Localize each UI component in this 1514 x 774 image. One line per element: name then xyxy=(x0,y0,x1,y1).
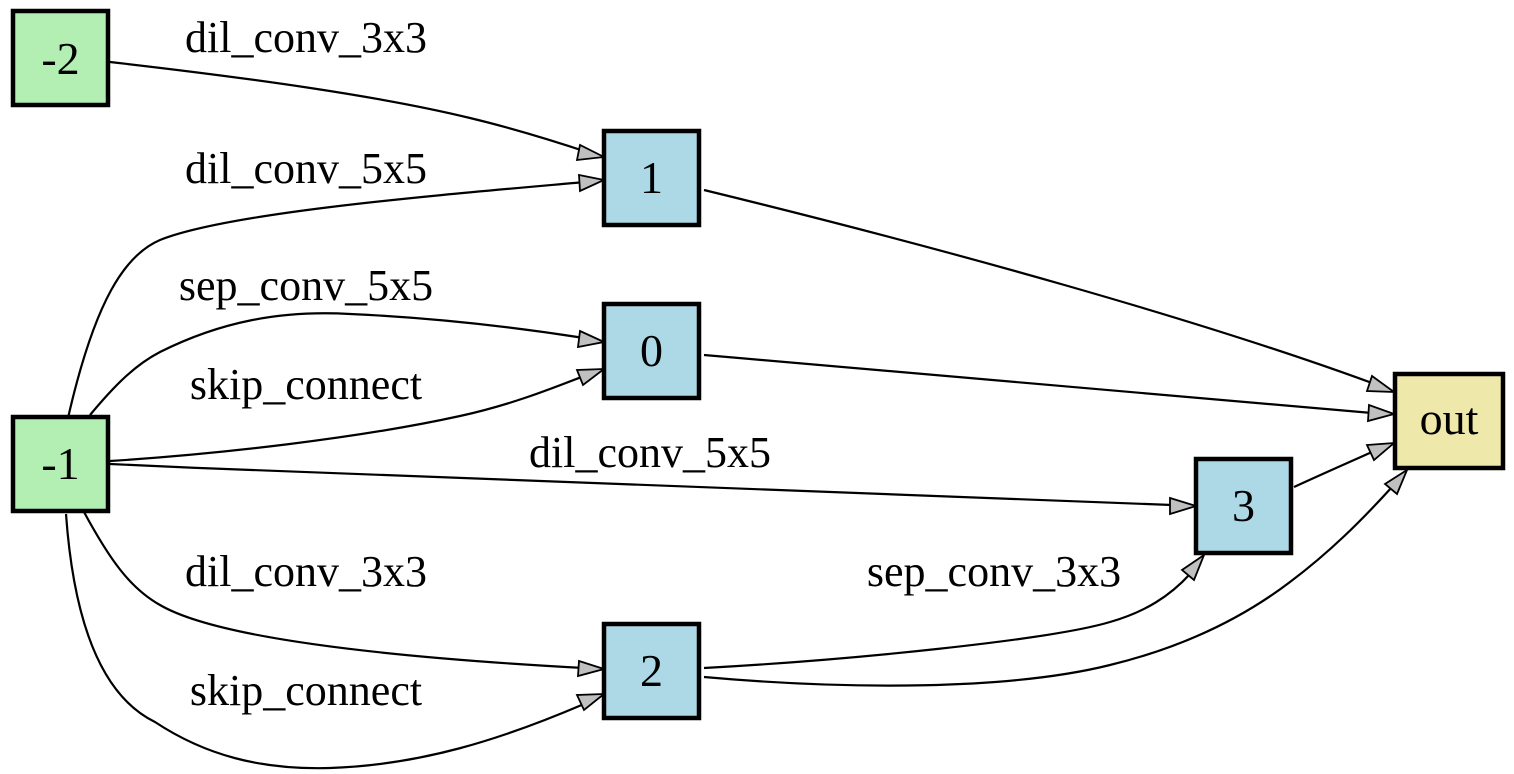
arrowhead-icon xyxy=(1367,403,1398,423)
node-label: out xyxy=(1420,393,1479,444)
node-output-out: out xyxy=(1392,371,1506,471)
edge-n-1-to-n0-sep xyxy=(89,312,607,416)
edge-n-1-to-n0-skip xyxy=(109,367,607,463)
edge-line xyxy=(109,462,1173,507)
nodes: -2 -1 0 1 2 3 out xyxy=(10,8,1506,721)
edge-label-n-1-to-n3: dil_conv_5x5 xyxy=(529,428,771,477)
arrowhead-icon xyxy=(575,367,607,387)
node-n3: 3 xyxy=(1193,456,1294,556)
edge-label-n-2-to-n1: dil_conv_3x3 xyxy=(185,13,427,62)
edge-line xyxy=(64,513,585,770)
node-n2: 2 xyxy=(601,621,702,721)
edge-label-n-1-to-n0-sep: sep_conv_5x5 xyxy=(179,261,433,310)
node-label: 1 xyxy=(640,152,663,203)
edges xyxy=(64,60,1409,770)
node-box xyxy=(1193,456,1294,556)
edge-line xyxy=(109,374,585,463)
edge-n0-to-out xyxy=(703,353,1398,423)
node-label: 2 xyxy=(640,645,663,696)
edge-line xyxy=(83,511,585,670)
edge-n-1-to-n1 xyxy=(66,173,607,419)
arrowhead-icon xyxy=(1383,467,1409,496)
node-box xyxy=(601,128,702,228)
edge-n3-to-out xyxy=(1293,441,1397,488)
edge-n2-to-n3 xyxy=(703,552,1206,670)
edge-line xyxy=(66,180,586,419)
node-input-n-2: -2 xyxy=(10,8,111,108)
arrowhead-icon xyxy=(1365,374,1397,394)
edge-n-1-to-n2-dil xyxy=(83,511,608,678)
arrowhead-icon xyxy=(577,659,608,678)
node-label: 3 xyxy=(1232,480,1255,531)
edge-label-n-1-to-n1: dil_conv_5x5 xyxy=(185,144,427,193)
edge-n-1-to-n2-skip xyxy=(64,513,607,770)
edge-line xyxy=(703,188,1373,385)
edge-n-1-to-n3 xyxy=(109,462,1200,516)
edge-line xyxy=(109,60,591,155)
arrowhead-icon xyxy=(575,692,607,712)
edge-label-n-1-to-n2-skip: skip_connect xyxy=(190,666,422,715)
node-box xyxy=(10,8,111,108)
edge-label-n2-to-n3: sep_conv_3x3 xyxy=(867,547,1121,596)
edge-label-n-1-to-n0-skip: skip_connect xyxy=(190,360,422,409)
edge-n2-to-out xyxy=(703,467,1409,687)
arrowhead-icon xyxy=(1365,441,1397,462)
node-label: 0 xyxy=(640,325,663,376)
arrowhead-icon xyxy=(576,329,607,349)
edge-line xyxy=(89,312,585,416)
edge-line xyxy=(703,573,1191,670)
node-input-n-1: -1 xyxy=(10,414,111,514)
edge-n1-to-out xyxy=(703,188,1397,394)
node-label: -1 xyxy=(41,438,79,489)
edge-n-2-to-n1 xyxy=(109,60,608,162)
edge-labels: dil_conv_3x3 dil_conv_5x5 sep_conv_5x5 s… xyxy=(179,13,1121,715)
edge-label-n-1-to-n2-dil: dil_conv_3x3 xyxy=(185,547,427,596)
node-box xyxy=(1392,371,1506,471)
edge-line xyxy=(1293,450,1373,488)
node-label: -2 xyxy=(41,33,79,84)
node-box xyxy=(601,301,702,401)
node-n0: 0 xyxy=(601,301,702,401)
arrowhead-icon xyxy=(575,143,608,162)
arrowhead-icon xyxy=(1180,552,1206,582)
edge-line xyxy=(703,486,1393,687)
node-box xyxy=(10,414,111,514)
arrowhead-icon xyxy=(578,173,607,193)
arrowhead-icon xyxy=(1169,496,1200,516)
node-n1: 1 xyxy=(601,128,702,228)
edge-line xyxy=(703,353,1373,415)
node-box xyxy=(601,621,702,721)
